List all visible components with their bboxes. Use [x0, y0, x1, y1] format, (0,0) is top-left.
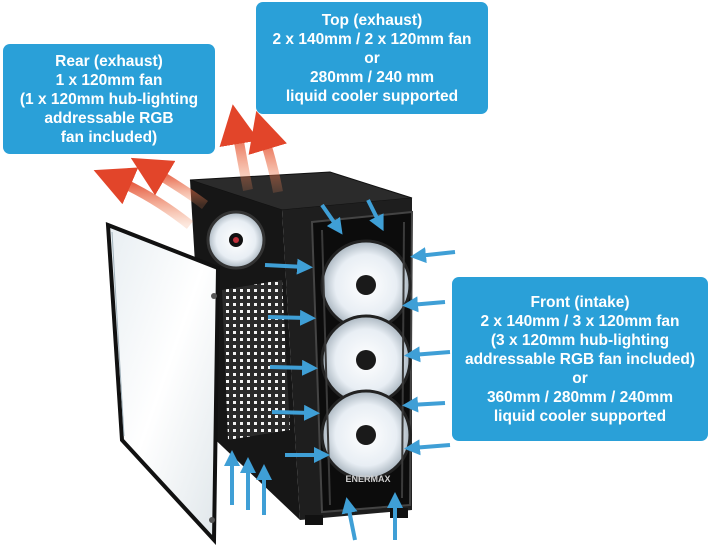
- blue-arrow-icon: [264, 258, 313, 275]
- top-callout-line: Top (exhaust): [321, 11, 423, 29]
- front-callout-line: addressable RGB fan included): [465, 350, 695, 368]
- blue-arrow-icon: [341, 497, 358, 541]
- front-callout-line: or: [572, 369, 588, 387]
- case-logo: ENERMAX: [345, 474, 390, 484]
- front-callout-line: (3 x 120mm hub-lighting: [490, 331, 670, 349]
- red-arrow-icon: [248, 110, 287, 193]
- rear-exhaust-callout: Rear (exhaust) 1 x 120mm fan (1 x 120mm …: [3, 44, 215, 154]
- rear-callout-line: Rear (exhaust): [55, 52, 163, 70]
- case-body: ENERMAX: [189, 171, 414, 525]
- rear-callout-line: 1 x 120mm fan: [55, 71, 163, 89]
- glass-side-panel: [105, 221, 221, 546]
- top-callout-line: liquid cooler supported: [285, 87, 459, 105]
- front-callout-line: liquid cooler supported: [493, 407, 667, 425]
- front-callout-line: 2 x 140mm / 3 x 120mm fan: [480, 312, 680, 330]
- blue-arrow-icon: [410, 247, 456, 264]
- rear-callout-line: (1 x 120mm hub-lighting: [19, 90, 199, 108]
- rear-callout-line: fan included): [60, 128, 158, 146]
- rear-callout-line: addressable RGB: [44, 109, 174, 127]
- blue-arrow-icon: [271, 404, 320, 421]
- blue-arrow-icon: [320, 203, 343, 235]
- front-callout-line: Front (intake): [530, 293, 630, 311]
- front-callout-line: 360mm / 280mm / 240mm: [486, 388, 674, 406]
- blue-arrow-icon: [269, 359, 318, 376]
- blue-arrow-icon: [402, 296, 446, 313]
- blue-arrow-icon: [366, 199, 384, 232]
- exhaust-arrows: [93, 104, 287, 229]
- top-exhaust-callout: Top (exhaust) 2 x 140mm / 2 x 120mm fan …: [256, 2, 488, 114]
- blue-arrow-icon: [404, 346, 451, 363]
- top-callout-line: 280mm / 240 mm: [309, 68, 435, 86]
- red-arrow-icon: [219, 104, 260, 191]
- blue-arrow-icon: [402, 396, 446, 413]
- front-intake-callout: Front (intake) 2 x 140mm / 3 x 120mm fan…: [452, 277, 708, 441]
- intake-arrows: [224, 199, 456, 541]
- red-arrow-icon: [130, 157, 208, 210]
- blue-arrow-icon: [267, 309, 316, 326]
- red-arrow-icon: [93, 167, 194, 229]
- top-callout-line: or: [364, 49, 380, 67]
- top-callout-line: 2 x 140mm / 2 x 120mm fan: [272, 30, 472, 48]
- blue-arrow-icon: [404, 439, 451, 456]
